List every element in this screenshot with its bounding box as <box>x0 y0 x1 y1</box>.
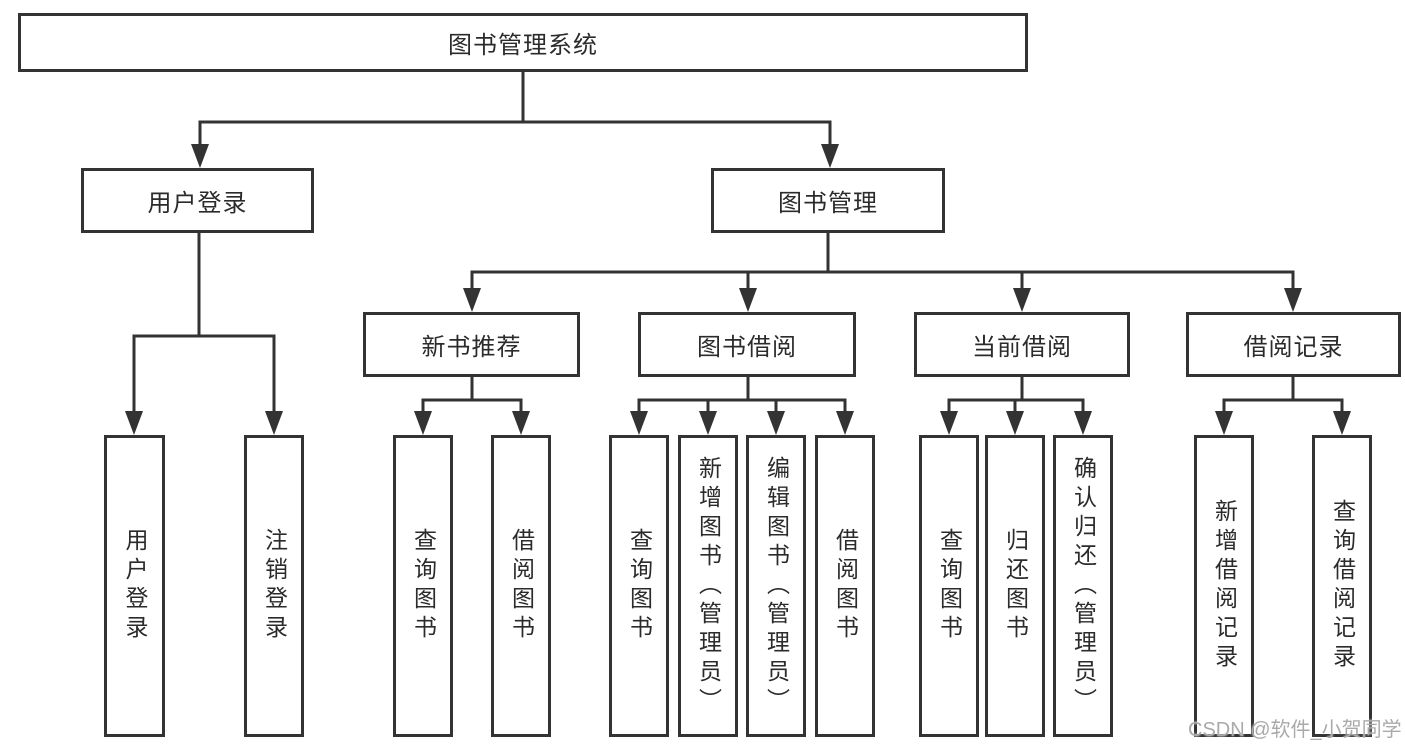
leaf-add-book-admin-label: 新增图书（管理员） <box>695 455 722 717</box>
leaf-edit-book-admin-label: 编辑图书（管理员） <box>763 455 790 717</box>
leaf-query-books-current-label: 查询图书 <box>936 528 963 644</box>
arrow-down-icon <box>630 411 648 435</box>
connector <box>421 375 523 415</box>
leaf-add-book-admin: 新增图书（管理员） <box>678 435 738 737</box>
node-book-management: 图书管理 <box>711 168 945 233</box>
leaf-logout-label: 注销登录 <box>261 528 288 644</box>
node-current-borrowing: 当前借阅 <box>914 312 1130 377</box>
leaf-add-borrow-record-label: 新增借阅记录 <box>1211 499 1238 673</box>
node-book-management-label: 图书管理 <box>778 190 878 217</box>
arrow-down-icon <box>191 144 209 168</box>
node-user-login: 用户登录 <box>81 168 314 233</box>
connector <box>637 375 847 415</box>
arrow-down-icon <box>699 411 717 435</box>
leaf-query-books-recommend-label: 查询图书 <box>410 528 437 644</box>
node-root: 图书管理系统 <box>18 13 1028 72</box>
node-borrowing-records: 借阅记录 <box>1186 312 1401 377</box>
arrow-down-icon <box>1006 411 1024 435</box>
leaf-borrow-books-borrowing: 借阅图书 <box>815 435 875 737</box>
node-book-borrowing-label: 图书借阅 <box>697 334 797 361</box>
leaf-confirm-return-admin-label: 确认归还（管理员） <box>1070 455 1097 717</box>
connector <box>947 375 1085 415</box>
connector <box>198 70 832 148</box>
node-new-book-recommend: 新书推荐 <box>363 312 580 377</box>
leaf-query-borrow-record: 查询借阅记录 <box>1312 435 1372 737</box>
leaf-query-books-borrowing-label: 查询图书 <box>626 528 653 644</box>
arrow-down-icon <box>739 288 757 312</box>
arrow-down-icon <box>265 411 283 435</box>
arrow-down-icon <box>821 144 839 168</box>
node-user-login-label: 用户登录 <box>147 190 248 217</box>
arrow-down-icon <box>836 411 854 435</box>
connector <box>470 231 1295 292</box>
leaf-logout: 注销登录 <box>244 435 304 737</box>
leaf-query-borrow-record-label: 查询借阅记录 <box>1329 499 1356 673</box>
leaf-borrow-books-borrowing-label: 借阅图书 <box>832 528 859 644</box>
leaf-confirm-return-admin: 确认归还（管理员） <box>1053 435 1113 737</box>
arrow-down-icon <box>463 288 481 312</box>
arrow-down-icon <box>512 411 530 435</box>
leaf-query-books-borrowing: 查询图书 <box>609 435 669 737</box>
arrow-down-icon <box>940 411 958 435</box>
arrow-down-icon <box>1074 411 1092 435</box>
leaf-borrow-books-recommend-label: 借阅图书 <box>508 528 535 644</box>
leaf-query-books-recommend: 查询图书 <box>393 435 453 737</box>
node-book-borrowing: 图书借阅 <box>638 312 856 377</box>
leaf-user-login-label: 用户登录 <box>122 528 148 644</box>
leaf-user-login: 用户登录 <box>104 435 165 737</box>
node-new-book-recommend-label: 新书推荐 <box>421 334 522 361</box>
leaf-return-book-label: 归还图书 <box>1002 528 1029 644</box>
node-borrowing-records-label: 借阅记录 <box>1243 334 1344 361</box>
leaf-edit-book-admin: 编辑图书（管理员） <box>746 435 806 737</box>
arrow-down-icon <box>1215 411 1233 435</box>
connector <box>1222 375 1344 415</box>
arrow-down-icon <box>1013 288 1031 312</box>
leaf-add-borrow-record: 新增借阅记录 <box>1194 435 1254 737</box>
arrowheads-group <box>125 144 1351 435</box>
connector <box>132 231 276 415</box>
arrow-down-icon <box>1284 288 1302 312</box>
leaf-query-books-current: 查询图书 <box>919 435 979 737</box>
leaf-return-book: 归还图书 <box>985 435 1045 737</box>
arrow-down-icon <box>767 411 785 435</box>
arrow-down-icon <box>125 411 143 435</box>
arrow-down-icon <box>414 411 432 435</box>
node-current-borrowing-label: 当前借阅 <box>972 334 1072 361</box>
csdn-watermark: CSDN @软件_小贺同学 <box>1188 719 1402 741</box>
node-root-label: 图书管理系统 <box>448 32 598 59</box>
arrow-down-icon <box>1333 411 1351 435</box>
leaf-borrow-books-recommend: 借阅图书 <box>491 435 551 737</box>
